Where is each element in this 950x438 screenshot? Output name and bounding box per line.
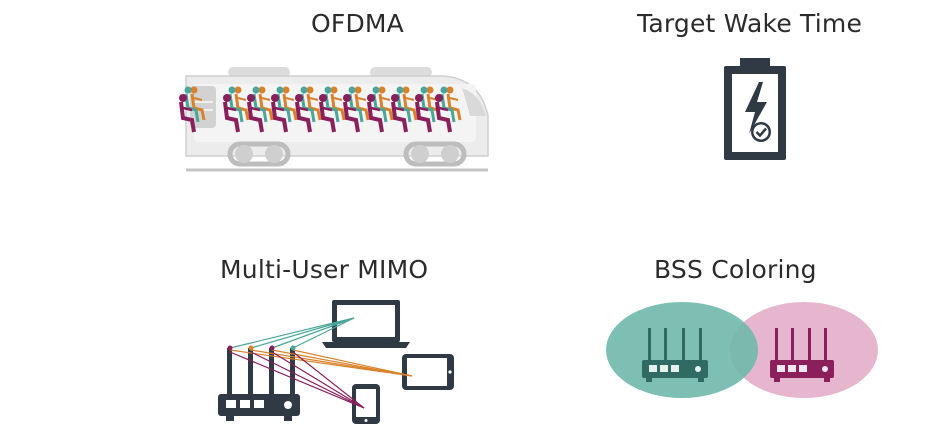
router-icon: [218, 348, 300, 421]
laptop-icon: [322, 300, 410, 348]
train-icon: [179, 67, 489, 172]
bss-coloring-title: BSS Coloring: [654, 255, 817, 284]
mu-mimo-diagram: [218, 300, 454, 424]
bss-coloring-diagram: [606, 302, 878, 398]
phone-icon: [352, 384, 380, 424]
battery-icon: [724, 58, 786, 160]
multi-user-mimo-title: Multi-User MIMO: [220, 255, 429, 284]
target-wake-time-title: Target Wake Time: [637, 9, 863, 38]
tablet-icon: [402, 354, 454, 390]
ofdma-title: OFDMA: [311, 9, 404, 38]
